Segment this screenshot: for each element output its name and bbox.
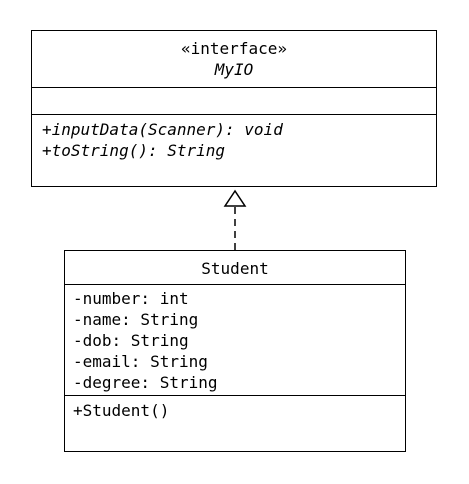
student-attributes-compartment: -number: int -name: String -dob: String …	[65, 285, 405, 396]
student-operation: +Student()	[73, 401, 170, 420]
interface-attributes-compartment	[32, 88, 436, 115]
student-attribute: -dob: String	[73, 331, 189, 350]
student-attribute: -email: String	[73, 352, 208, 371]
interface-name-compartment: «interface» MyIO	[32, 31, 436, 88]
student-name-compartment: Student	[65, 251, 405, 285]
interface-name: MyIO	[214, 60, 254, 79]
realization-arrowhead	[223, 189, 247, 207]
interface-class-myio: «interface» MyIO +inputData(Scanner): vo…	[31, 30, 437, 187]
student-attribute: -number: int	[73, 289, 189, 308]
interface-operations-compartment: +inputData(Scanner): void +toString(): S…	[32, 115, 436, 161]
interface-stereotype: «interface»	[181, 39, 287, 58]
student-attribute: -degree: String	[73, 373, 218, 392]
interface-operation: +toString(): String	[42, 141, 226, 160]
student-operations-compartment: +Student()	[65, 396, 405, 421]
student-attribute: -name: String	[73, 310, 199, 329]
interface-operation: +inputData(Scanner): void	[42, 120, 283, 139]
student-class: Student -number: int -name: String -dob:…	[64, 250, 406, 452]
student-class-name: Student	[201, 259, 269, 278]
